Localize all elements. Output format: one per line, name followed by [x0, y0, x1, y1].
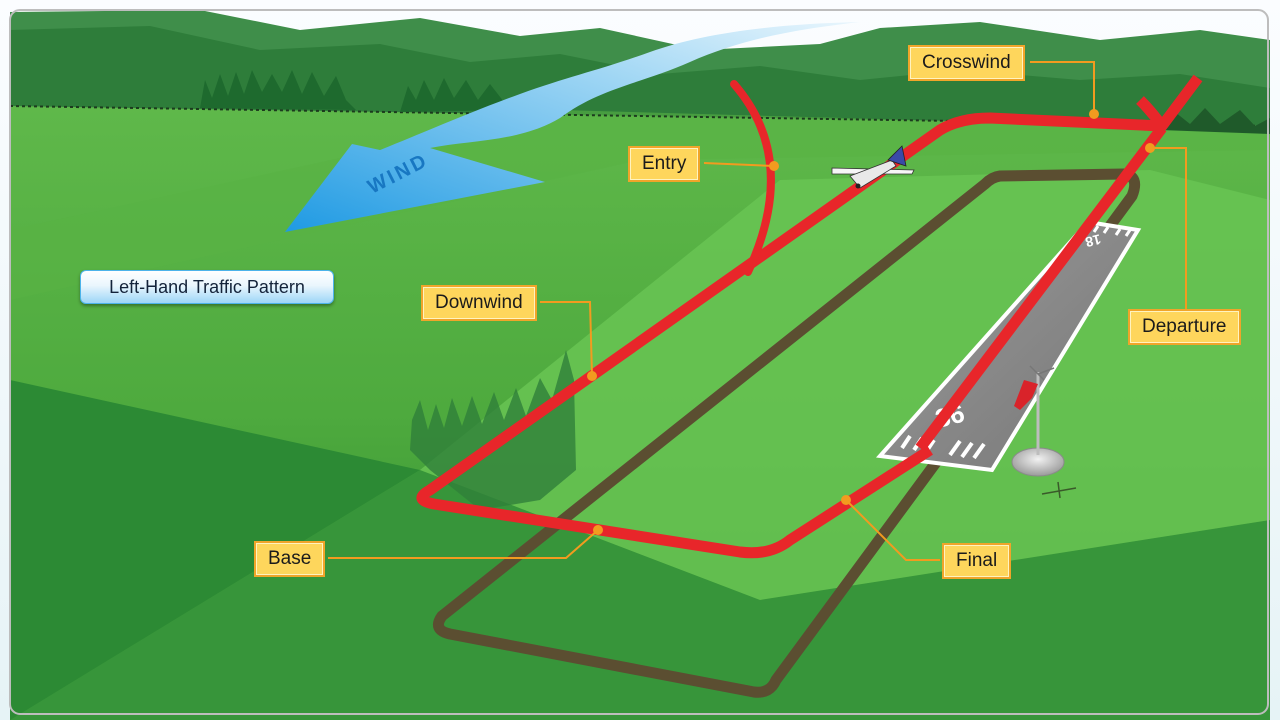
- airplane-icon: [831, 145, 915, 189]
- runway-number-far: 18: [1084, 231, 1103, 250]
- dot-crosswind: [1089, 109, 1099, 119]
- leader-lines: [328, 61, 1187, 561]
- windsock: [1011, 365, 1077, 499]
- diagram-title: Left-Hand Traffic Pattern: [80, 270, 334, 304]
- grass-dark-bottom: [10, 470, 1270, 720]
- leader-entry: [703, 162, 775, 167]
- ground-track: [432, 168, 1141, 698]
- leader-crosswind: [1030, 61, 1095, 114]
- leader-downwind: [540, 301, 593, 377]
- dot-entry: [769, 161, 779, 171]
- leader-dots: [587, 109, 1155, 535]
- tree-line-left: [200, 70, 356, 110]
- frame-border: [9, 9, 1269, 715]
- wind-arrow: [285, 22, 860, 232]
- label-downwind: Downwind: [421, 285, 537, 321]
- tree-line-mid: [400, 78, 520, 112]
- runway-threshold-far: [1092, 225, 1132, 237]
- pattern-path: [416, 74, 1203, 559]
- label-final: Final: [942, 543, 1012, 579]
- label-crosswind: Crosswind: [908, 45, 1025, 81]
- tree-line-right: [1160, 108, 1270, 134]
- dot-downwind: [587, 371, 597, 381]
- label-departure: Departure: [1128, 309, 1241, 345]
- dot-departure: [1145, 143, 1155, 153]
- dot-base: [593, 525, 603, 535]
- leader-base: [328, 529, 599, 559]
- label-entry: Entry: [628, 146, 701, 182]
- label-base: Base: [254, 541, 326, 577]
- grass-dark-left: [10, 380, 420, 720]
- dot-final: [841, 495, 851, 505]
- leader-final: [845, 499, 940, 561]
- leader-departure: [1150, 147, 1187, 310]
